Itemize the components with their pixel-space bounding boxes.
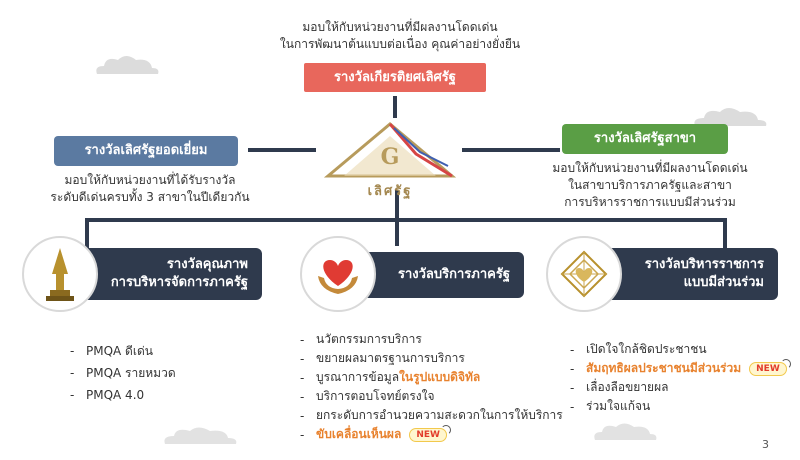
- lertrat-logo-icon: G: [323, 122, 457, 178]
- new-badge: NEW: [749, 358, 791, 376]
- left-award-badge: รางวัลเลิศรัฐยอดเยี่ยม: [54, 136, 238, 166]
- list-item: -PMQA รายหมวด: [70, 365, 176, 381]
- left-caption: มอบให้กับหน่วยงานที่ได้รับรางวัล ระดับดี…: [40, 172, 260, 206]
- connector-top-vertical: [393, 96, 397, 118]
- list-item: -เปิดใจใกล้ชิดประชาชน: [570, 342, 707, 357]
- page-number: 3: [762, 438, 769, 451]
- service-award-emblem: [300, 236, 376, 312]
- quality-award-line2: การบริหารจัดการภาครัฐ: [110, 275, 248, 290]
- quality-award-emblem: [22, 236, 98, 312]
- participation-award-line2: แบบมีส่วนร่วม: [683, 275, 764, 290]
- diamond-heart-icon: [560, 250, 608, 298]
- heart-hands-icon: [318, 260, 358, 294]
- left-caption-line2: ระดับดีเด่นครบทั้ง 3 สาขาในปีเดียวกัน: [50, 190, 250, 204]
- top-caption: มอบให้กับหน่วยงานที่มีผลงานโดดเด่น ในการ…: [230, 19, 570, 53]
- cloud-decoration-bottom-right: [594, 423, 657, 440]
- list-item: -PMQA ดีเด่น: [70, 343, 153, 359]
- right-caption-line2: ในสาขาบริการภาครัฐและสาขา: [568, 178, 732, 192]
- right-caption-line3: การบริหารราชการแบบมีส่วนร่วม: [564, 195, 736, 209]
- cloud-decoration-top-right: [694, 108, 767, 126]
- connector-drop-left: [85, 218, 89, 248]
- connector-drop-center: [395, 218, 399, 246]
- participation-award-line1: รางวัลบริหารราชการ: [644, 257, 764, 272]
- top-award-badge: รางวัลเกียรติยศเลิศรัฐ: [304, 63, 486, 92]
- list-item: -PMQA 4.0: [70, 388, 145, 402]
- right-award-badge: รางวัลเลิศรัฐสาขา: [562, 124, 728, 154]
- connector-center-vertical: [395, 190, 399, 220]
- list-item: -ยกระดับการอำนวยความสะดวกในการให้บริการ: [300, 408, 563, 423]
- list-item: -บูรณาการข้อมูลในรูปแบบดิจิทัล: [300, 368, 563, 387]
- list-item: -ขยายผลมาตรฐานการบริการ: [300, 351, 465, 366]
- list-item: -นวัตกรรมการบริการ: [300, 332, 422, 347]
- svg-text:G: G: [381, 144, 400, 170]
- left-caption-line1: มอบให้กับหน่วยงานที่ได้รับรางวัล: [64, 173, 236, 187]
- new-badge: NEW: [409, 424, 451, 442]
- participation-award-list: -เปิดใจใกล้ชิดประชาชน -สัมฤทธิผลประชาชนม…: [570, 340, 791, 416]
- top-caption-line2: ในการพัฒนาต้นแบบต่อเนื่อง คุณค่าอย่างยั่…: [279, 37, 521, 51]
- lertrat-logo-text: เลิศรัฐ: [367, 184, 413, 199]
- cloud-decoration-bottom-left: [164, 427, 237, 444]
- quality-award-list: -PMQA ดีเด่น -PMQA รายหมวด -PMQA 4.0: [70, 340, 176, 406]
- digital-highlight: ในรูปแบบดิจิทัล: [399, 370, 481, 384]
- connector-drop-right: [723, 218, 727, 248]
- service-award-title: รางวัลบริการภาครัฐ: [397, 267, 510, 282]
- service-award-list: -นวัตกรรมการบริการ -ขยายผลมาตรฐานการบริก…: [300, 330, 563, 444]
- connector-right-horizontal: [462, 148, 560, 152]
- connector-left-horizontal: [248, 148, 316, 152]
- top-caption-line1: มอบให้กับหน่วยงานที่มีผลงานโดดเด่น: [302, 20, 498, 34]
- trophy-icon: [46, 248, 74, 301]
- participation-award-emblem: [546, 236, 622, 312]
- list-item: -ร่วมใจแก้จน: [570, 399, 651, 414]
- lertrat-logo: G เลิศรัฐ: [320, 120, 460, 199]
- right-caption-line1: มอบให้กับหน่วยงานที่มีผลงานโดดเด่น: [552, 161, 748, 175]
- connector-tree-horizontal: [85, 218, 727, 222]
- quality-award-line1: รางวัลคุณภาพ: [166, 257, 248, 272]
- list-item: -บริการตอบโจทย์ตรงใจ: [300, 389, 435, 404]
- cloud-decoration-top-left: [96, 56, 159, 74]
- right-caption: มอบให้กับหน่วยงานที่มีผลงานโดดเด่น ในสาข…: [530, 160, 770, 211]
- list-item: -เลื่องลือขยายผล: [570, 380, 669, 395]
